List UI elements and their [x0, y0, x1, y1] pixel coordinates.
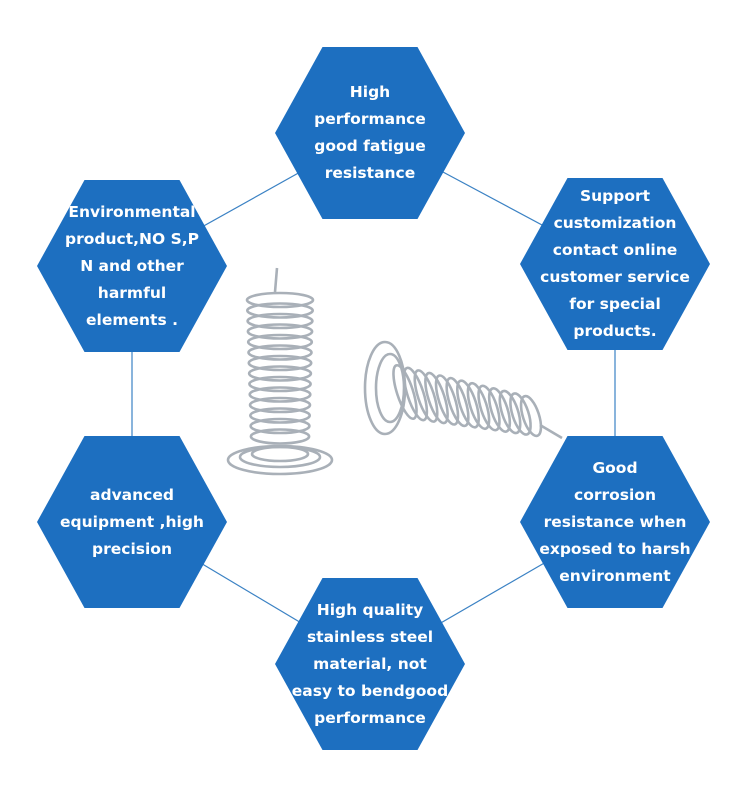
feature-text-lower-left: advanced equipment ,high precision: [60, 485, 204, 558]
spring-coil: [424, 371, 449, 425]
vertical-spring: [226, 267, 334, 476]
spring-coil: [246, 333, 314, 351]
spring-coil: [247, 344, 313, 361]
spring-coil: [519, 394, 543, 438]
spring-coil: [248, 386, 312, 403]
feature-hexagon-upper-right: Support customization contact online cus…: [520, 178, 710, 350]
spring-coil: [445, 376, 470, 428]
spring-coil: [487, 387, 512, 433]
spring-coil: [248, 375, 312, 393]
spring-coil: [466, 381, 491, 431]
spring-coil: [509, 392, 532, 436]
spring-coil: [248, 396, 312, 414]
feature-text-bottom: High quality stainless steel material, n…: [291, 600, 449, 727]
spring-coil: [247, 354, 313, 372]
spring-coil: [249, 407, 312, 424]
spring-coil: [477, 384, 501, 432]
feature-text-upper-left: Environmental product,NO S,P N and other…: [65, 202, 199, 329]
spring-coil: [455, 379, 481, 429]
spring-coil: [246, 312, 314, 330]
spring-coil: [249, 417, 311, 435]
spring-coil: [498, 389, 522, 435]
feature-hexagon-bottom: High quality stainless steel material, n…: [275, 578, 465, 750]
spring-coil: [247, 365, 313, 382]
feature-text-top: High performance good fatigue resistance: [314, 83, 426, 182]
spring-coil: [245, 291, 315, 309]
feature-text-upper-right: Support customization contact online cus…: [540, 187, 690, 340]
horizontal-spring: [363, 340, 563, 440]
spring-coil: [249, 428, 311, 445]
feature-text-lower-right: Good corrosion resistance when exposed t…: [539, 458, 691, 585]
spring-coil: [402, 366, 429, 422]
spring-coil: [434, 374, 460, 426]
spring-coil: [392, 363, 418, 421]
spring-coil: [246, 323, 314, 340]
spring-coil: [413, 369, 439, 423]
feature-hexagon-lower-right: Good corrosion resistance when exposed t…: [520, 436, 710, 608]
spring-coil: [246, 302, 315, 319]
